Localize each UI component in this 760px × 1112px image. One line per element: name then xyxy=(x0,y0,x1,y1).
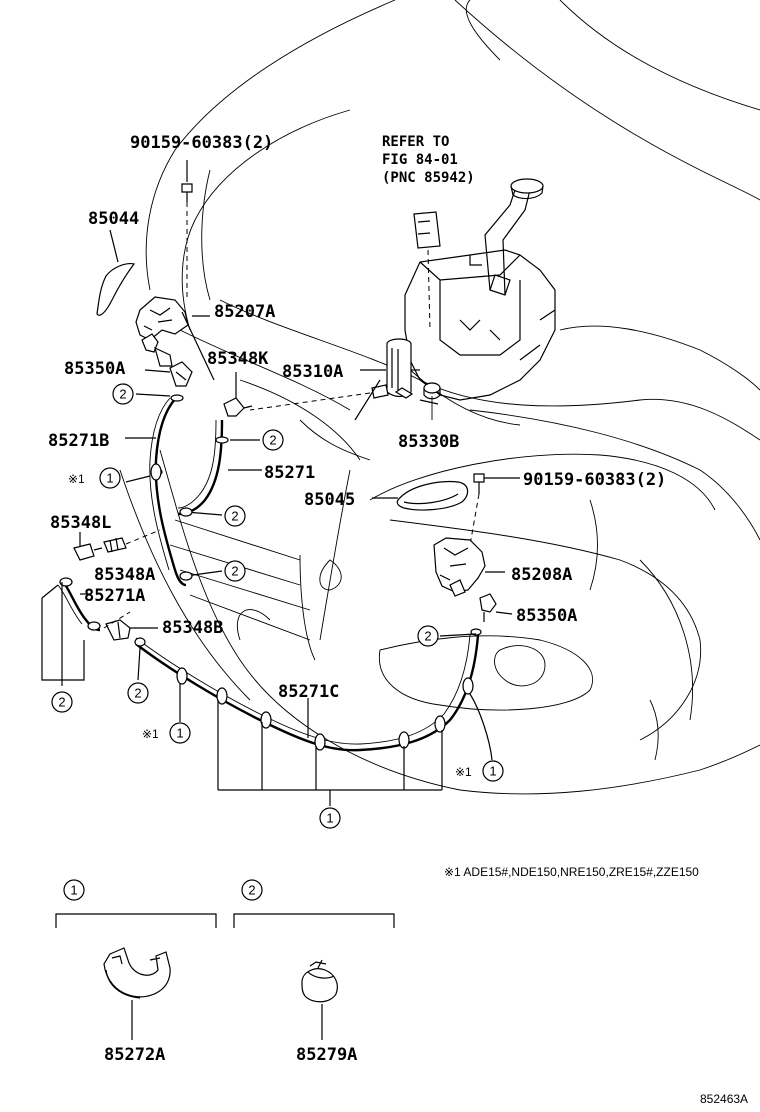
label-85271B: 85271B xyxy=(48,431,109,451)
note-mark-c: ※1 xyxy=(455,765,472,779)
hose-85271A xyxy=(41,577,101,681)
svg-text:1: 1 xyxy=(176,726,183,741)
marker-2-a: 2 xyxy=(112,383,134,405)
marker-2-e: 2 xyxy=(417,625,439,647)
marker-2-legend: 2 xyxy=(241,879,263,901)
label-85271C: 85271C xyxy=(278,682,339,702)
cover-85044 xyxy=(96,229,136,316)
label-85348A: 85348A xyxy=(94,565,155,585)
svg-text:2: 2 xyxy=(248,883,255,898)
svg-text:2: 2 xyxy=(58,695,65,710)
marker-2-g: 2 xyxy=(127,682,149,704)
legend-brackets xyxy=(55,913,395,928)
refer-line-2: FIG 84-01 xyxy=(382,152,458,168)
label-85310A: 85310A xyxy=(282,362,343,382)
label-85348K: 85348K xyxy=(207,349,269,369)
hose-85271B xyxy=(125,394,187,587)
svg-text:2: 2 xyxy=(231,564,238,579)
joint-85348B xyxy=(103,611,158,641)
label-85348L: 85348L xyxy=(50,513,111,533)
label-85271: 85271 xyxy=(264,463,315,483)
fitting-85350A-right xyxy=(479,593,513,622)
part-leaders xyxy=(181,311,520,499)
svg-text:2: 2 xyxy=(119,387,126,402)
svg-text:1: 1 xyxy=(326,811,333,826)
label-85207A: 85207A xyxy=(214,302,275,322)
label-85045: 85045 xyxy=(304,490,355,510)
label-85208A: 85208A xyxy=(511,565,572,585)
svg-text:2: 2 xyxy=(134,686,141,701)
clamp-callout-bracket xyxy=(125,475,493,806)
fitting-85350A-left xyxy=(144,361,193,387)
marker-1-c: 1 xyxy=(482,760,504,782)
svg-text:2: 2 xyxy=(424,629,431,644)
car-body-outline xyxy=(119,0,760,795)
marker-1-legend: 1 xyxy=(63,879,85,901)
reference-connector xyxy=(413,211,441,331)
svg-text:1: 1 xyxy=(489,764,496,779)
grommet-85330B xyxy=(423,382,441,420)
svg-text:1: 1 xyxy=(106,471,113,486)
clip2-leaders xyxy=(61,393,477,686)
pump-fitting xyxy=(249,384,389,411)
hose-clamps-85271C xyxy=(150,463,474,751)
label-85279A: 85279A xyxy=(296,1045,357,1065)
joint-85348A xyxy=(103,529,161,553)
label-85350A-left: 85350A xyxy=(64,359,125,379)
bolt-right xyxy=(469,473,485,546)
joint-85348L xyxy=(73,532,103,561)
marker-1-d: 1 xyxy=(319,807,341,829)
label-85350A-right: 85350A xyxy=(516,606,577,626)
refer-line-3: (PNC 85942) xyxy=(382,170,475,186)
svg-text:2: 2 xyxy=(231,509,238,524)
circle-markers: 2 2 1 2 2 2 2 2 1 1 1 1 2 xyxy=(51,383,504,901)
marker-1-b: 1 xyxy=(169,722,191,744)
marker-2-c: 2 xyxy=(224,505,246,527)
marker-1-a: 1 xyxy=(99,467,121,489)
nozzle-85208A xyxy=(433,537,505,597)
label-85348B: 85348B xyxy=(162,618,223,638)
bolt-top xyxy=(181,160,193,300)
washer-tank xyxy=(404,178,556,401)
clip-85279A-illustration xyxy=(301,959,338,1040)
cover-85045 xyxy=(396,480,469,511)
hose-85271C xyxy=(134,628,482,752)
hose-85271 xyxy=(177,419,262,516)
footnote: ※1 ADE15#,NDE150,NRE150,ZRE15#,ZZE150 xyxy=(444,865,699,879)
elbow-85348K xyxy=(223,372,253,417)
label-bolt-top: 90159-60383(2) xyxy=(130,133,273,153)
note-mark-a: ※1 xyxy=(68,472,85,486)
label-85271A: 85271A xyxy=(84,586,145,606)
svg-text:1: 1 xyxy=(70,883,77,898)
label-85044: 85044 xyxy=(88,209,139,229)
clip-85272A-illustration xyxy=(103,947,171,1040)
refer-line-1: REFER TO xyxy=(382,134,449,150)
svg-text:2: 2 xyxy=(269,433,276,448)
label-bolt-right: 90159-60383(2) xyxy=(523,470,666,490)
nozzle-85207A xyxy=(135,296,210,367)
marker-2-d: 2 xyxy=(224,560,246,582)
note-mark-b: ※1 xyxy=(142,727,159,741)
label-85272A: 85272A xyxy=(104,1045,165,1065)
marker-2-b: 2 xyxy=(262,429,284,451)
label-85330B: 85330B xyxy=(398,432,459,452)
marker-2-f: 2 xyxy=(51,691,73,713)
diagram-id: 852463A xyxy=(700,1092,748,1106)
washer-pump xyxy=(386,338,420,399)
